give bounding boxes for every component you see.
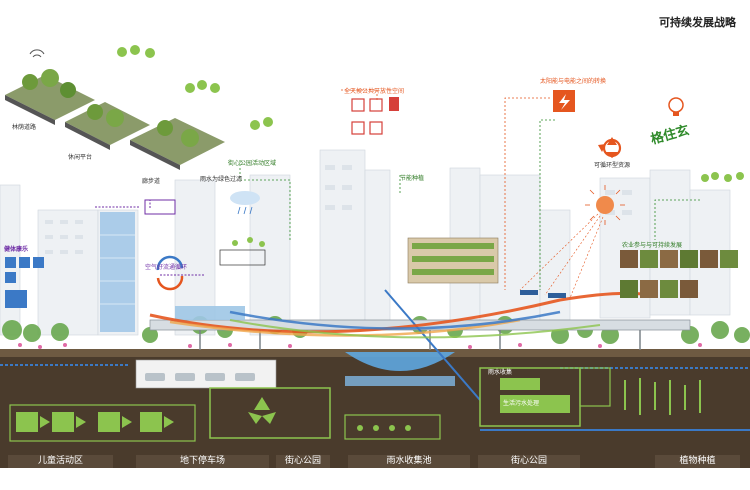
label-rain: 雨水为绿色过滤 xyxy=(200,176,243,183)
tree-pictograms xyxy=(117,45,744,182)
bulb-icon xyxy=(668,97,684,116)
label-fitness: 健体康乐 xyxy=(4,246,29,253)
fitness-icons xyxy=(5,257,44,308)
label-rainwater: 雨水收集 xyxy=(488,369,513,376)
zone-park-1: 街心公园 xyxy=(276,455,330,468)
label-center-park: 街心公园活动区域 xyxy=(228,160,277,167)
label-public-space: 全天候公共开放性空间 xyxy=(344,88,405,95)
recycle-icon-green xyxy=(248,397,276,424)
zone-park-2: 街心公园 xyxy=(478,455,580,468)
farm-images xyxy=(620,250,738,298)
glass-building xyxy=(100,212,135,332)
zone-planting: 植物种植 xyxy=(655,455,740,468)
drain-lines xyxy=(0,289,750,431)
label-corridor: 廊步道 xyxy=(142,178,161,185)
flower-strip xyxy=(18,343,702,349)
label-solar: 太阳能与电能之间的转换 xyxy=(540,78,607,85)
page-title: 可持续发展战略 xyxy=(659,16,736,29)
green-leaders xyxy=(239,119,700,290)
rain-collection-frame xyxy=(344,414,441,440)
root-plants xyxy=(624,378,701,415)
rain-pond xyxy=(345,352,455,371)
zone-rain-pool: 雨水收集池 xyxy=(348,455,470,468)
label-recycle: 可循环型资源 xyxy=(594,162,631,169)
orange-curve xyxy=(149,291,651,334)
blue-curve xyxy=(229,310,561,330)
iso-garden-2 xyxy=(65,102,150,150)
zone-children: 儿童活动区 xyxy=(8,455,113,468)
recycle-icon-orange xyxy=(598,137,622,158)
public-space-icons xyxy=(351,98,383,135)
iso-garden-3 xyxy=(130,118,225,170)
flow-arrows xyxy=(16,412,174,432)
label-air-cycle: 空气好流通循环 xyxy=(145,264,188,271)
wifi-icon xyxy=(29,49,45,58)
label-vertical-farm: 节能种植 xyxy=(400,175,425,182)
label-farm: 农业参与与可持续发展 xyxy=(622,242,683,249)
soil-layer xyxy=(0,356,750,468)
zone-parking: 地下停车场 xyxy=(136,455,269,468)
orange-leaders xyxy=(340,89,550,290)
iso-garden-1 xyxy=(5,69,95,125)
window-grid xyxy=(45,165,632,254)
label-leisure-platform: 休闲平台 xyxy=(68,154,93,161)
sewage-panel xyxy=(209,387,331,439)
air-cycle-icon xyxy=(156,255,184,291)
purple-leaders xyxy=(95,200,205,276)
sun-icon xyxy=(585,185,625,225)
label-sewage: 生活污水处理 xyxy=(503,400,540,407)
label-forest-path: 林荫道路 xyxy=(12,124,37,131)
cloud-icon xyxy=(230,191,260,205)
